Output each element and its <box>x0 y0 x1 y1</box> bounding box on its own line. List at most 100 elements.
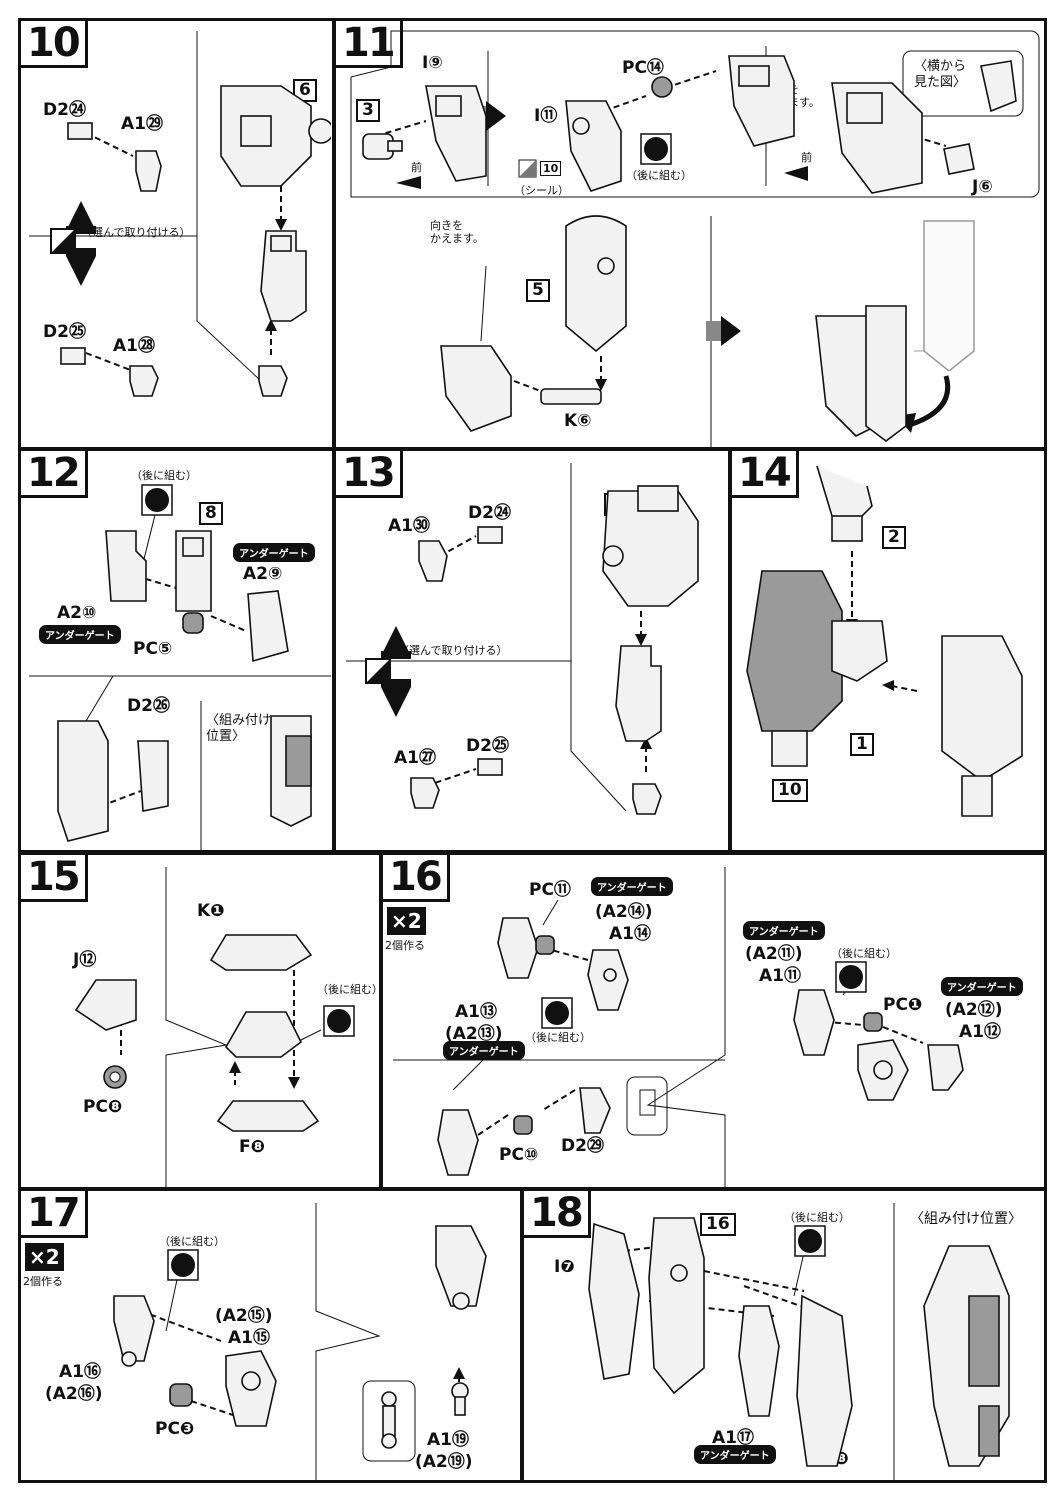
assembly-ref: 16 <box>700 1213 736 1236</box>
pc-part <box>863 1012 883 1032</box>
joint-drawing <box>225 1350 277 1427</box>
part-label: A1⑫ <box>959 1022 1001 1042</box>
under-gate-badge: アンダーゲート <box>694 1445 776 1464</box>
multiplier-note: 2個作る <box>385 939 425 952</box>
part-label: A1㉙ <box>121 114 163 134</box>
multiplier-note: 2個作る <box>23 1275 63 1288</box>
arm-drawing <box>260 230 307 322</box>
detail-box <box>362 1380 416 1462</box>
part-label: (A2⑪) <box>745 944 803 964</box>
assembly-ref: 5 <box>526 279 550 302</box>
select-arrow-down <box>66 256 96 286</box>
part-label: PC⑪ <box>529 880 571 900</box>
part-drawing-d2 <box>60 347 86 365</box>
next-step-arrow <box>486 101 506 131</box>
front-note: 前 <box>801 151 812 164</box>
step-11-panel: 11 I⑨ I⑪ PC⑭ J⑥ K⑥ 3 5 <box>333 18 1047 451</box>
select-arrow-up <box>66 201 96 231</box>
part-drawing-d2 <box>477 758 503 776</box>
position-note: 〈組み付け位置〉 <box>206 713 272 744</box>
under-gate-badge: アンダーゲート <box>591 877 673 896</box>
step-14-panel: 14 2 1 10 <box>729 448 1047 853</box>
pc-part <box>513 1115 533 1135</box>
hand-drawing <box>135 150 162 192</box>
part-label: PC⑩ <box>499 1145 539 1165</box>
part-label: (A2⑮) <box>215 1306 273 1326</box>
part-label: A1⑪ <box>759 966 801 986</box>
ball-joint <box>451 1382 469 1416</box>
pc-part <box>169 1383 193 1407</box>
shin-part <box>738 1305 780 1417</box>
under-gate-badge: アンダーゲート <box>233 543 315 562</box>
arm-drawing <box>615 645 662 742</box>
part-label: (A2⑲) <box>415 1452 473 1472</box>
step-15-panel: 15 K❶ J⑫ PC❽ F❽ （後に組む） <box>18 852 383 1190</box>
joint-drawing <box>579 1087 611 1134</box>
pc-part <box>651 76 673 98</box>
position-note: 〈組み付け位置〉 <box>910 1211 1022 1227</box>
torso-drawing <box>602 485 699 607</box>
step-17-panel: 17 ×2 2個作る (A2⑮) A1⑮ A1⑯ (A2⑯) PC❸ A1⑲ (… <box>18 1188 523 1483</box>
part-label: I❼ <box>554 1257 575 1277</box>
shoulder-drawing <box>440 345 512 432</box>
assembly-ref: 1 <box>850 733 874 756</box>
pc-part <box>182 612 204 634</box>
shoulder-drawing <box>941 635 1023 817</box>
part-label: I⑪ <box>534 106 558 126</box>
divider-line <box>346 463 652 812</box>
joint-drawing <box>113 1295 155 1367</box>
part-label: PC⑤ <box>133 639 173 659</box>
pc-part <box>103 1065 127 1089</box>
later-note: （後に組む） <box>159 1235 225 1248</box>
part-label: D2㉔ <box>468 503 511 523</box>
assembly-ref: 2 <box>882 526 906 549</box>
seal-note: （シール） <box>514 184 569 197</box>
part-label: (A2⑬) <box>445 1024 503 1044</box>
armor-drawing <box>209 934 313 971</box>
part-label: D2㉕ <box>43 322 86 342</box>
under-gate-badge: アンダーゲート <box>743 921 825 940</box>
front-note: 前 <box>411 161 422 174</box>
part-label: (A2⑯) <box>45 1384 103 1404</box>
part-label: A1⑬ <box>455 1002 497 1022</box>
leg-drawing <box>175 530 212 612</box>
hand-drawing <box>632 783 662 815</box>
assembly-ref: 10 <box>772 779 808 802</box>
leg-position-drawing <box>270 715 312 827</box>
part-label: D2㉙ <box>561 1136 604 1156</box>
later-assemble-icon <box>794 1225 826 1257</box>
joint-drawing <box>587 949 629 1011</box>
shield-ghost-drawing <box>914 220 975 371</box>
assembly-ref: 3 <box>356 99 380 122</box>
part-label: (A2⑫) <box>945 1000 1003 1020</box>
shoulder-drawing <box>425 85 487 182</box>
part-label: D2㉔ <box>43 100 86 120</box>
select-note: （選んで取り付ける） <box>81 226 191 239</box>
step-number: 16 <box>383 855 450 902</box>
multiplier-badge: ×2 <box>25 1243 64 1271</box>
seal-number: 10 <box>540 161 562 176</box>
under-gate-badge: アンダーゲート <box>443 1041 525 1060</box>
joint-drawing <box>927 1044 964 1091</box>
torso-drawing <box>220 85 331 187</box>
side-view-note: 〈横から見た図〉 <box>914 59 967 90</box>
step-number: 10 <box>21 21 88 68</box>
assembly-ref: 8 <box>199 502 223 525</box>
select-note: （選んで取り付ける） <box>398 644 508 657</box>
step-number: 12 <box>21 451 88 498</box>
part-label: PC❽ <box>83 1097 123 1117</box>
part-drawing-d2 <box>67 122 93 140</box>
part-label: A2⑩ <box>57 603 97 623</box>
armor-part <box>137 740 169 812</box>
part-label: A2⑨ <box>243 564 283 584</box>
part-label: A1⑮ <box>228 1328 270 1348</box>
part-label: D2㉖ <box>127 696 170 716</box>
part-label: PC⑭ <box>622 58 664 78</box>
cap-part <box>943 143 975 175</box>
leg-armor-drawing <box>588 1222 640 1380</box>
body-drawing <box>746 570 888 767</box>
part-label: J⑥ <box>972 177 993 197</box>
joint-drawing <box>435 1225 487 1310</box>
pc-part <box>535 935 555 955</box>
